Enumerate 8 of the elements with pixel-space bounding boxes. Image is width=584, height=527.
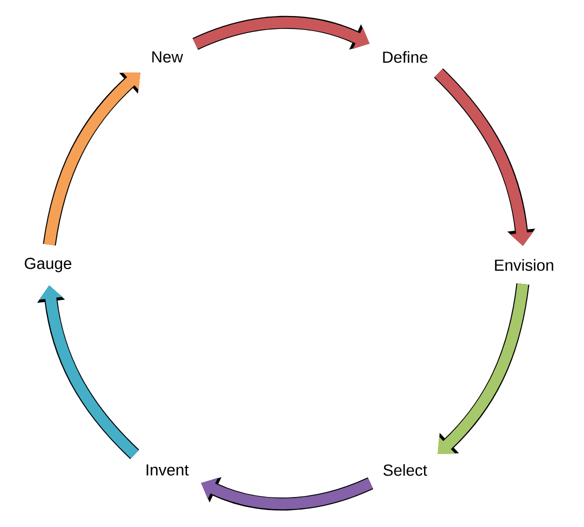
curved-arrow (42, 72, 140, 246)
step-label: Define (383, 51, 428, 63)
step-label: New (152, 51, 184, 63)
curved-arrow (438, 283, 530, 454)
step-label: Gauge (24, 258, 72, 272)
step-label: Select (384, 464, 428, 476)
step-label: Invent (146, 464, 189, 476)
step-label: Envision (495, 259, 554, 271)
